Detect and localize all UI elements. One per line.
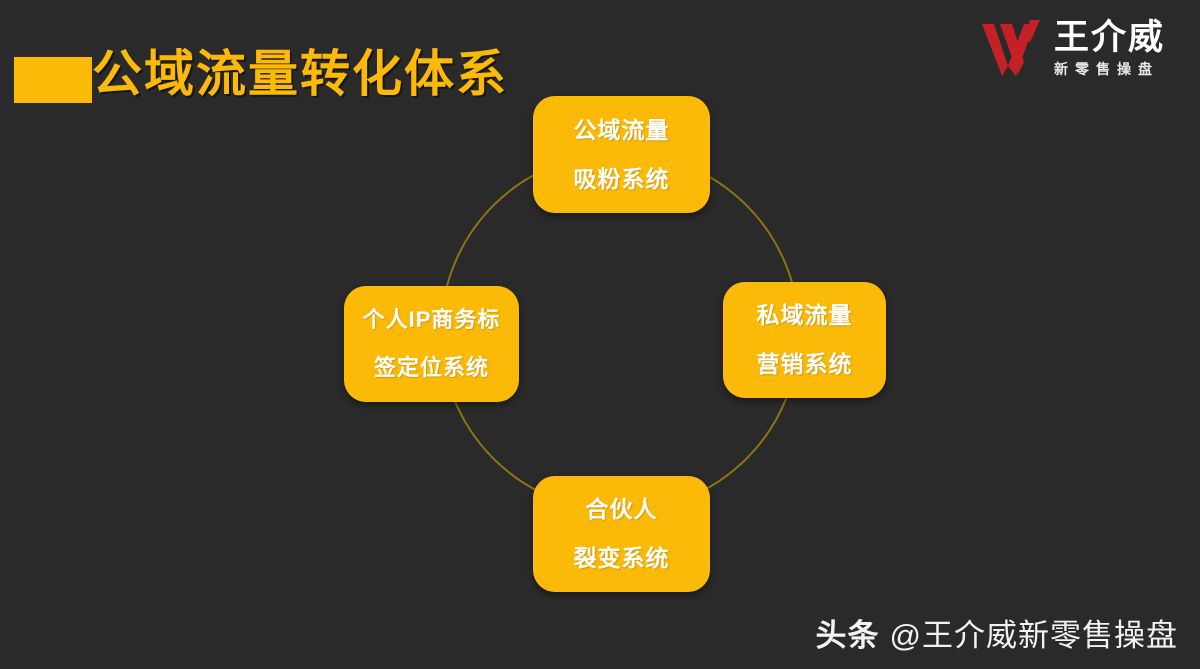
watermark-brand: 头条 [815, 618, 880, 653]
logo-name: 王介威 [1054, 18, 1166, 57]
page-title: 公域流量转化体系 [92, 46, 508, 102]
node-top-line2: 吸粉系统 [573, 165, 670, 192]
logo-text-block: 王介威 新零售操盘 [1054, 20, 1165, 76]
node-left-line1: 个人IP商务标 [362, 307, 501, 332]
title-accent-bar [14, 57, 92, 103]
cycle-node-bottom[interactable]: 合伙人 裂变系统 [533, 476, 710, 592]
brand-logo: 王介威 新零售操盘 [980, 10, 1170, 86]
node-left-line2: 签定位系统 [373, 355, 489, 380]
node-top-line1: 公域流量 [573, 116, 670, 143]
node-right-line2: 营销系统 [756, 351, 853, 377]
node-bottom-line2: 裂变系统 [573, 545, 670, 571]
node-right-line1: 私域流量 [756, 302, 853, 328]
cycle-node-right[interactable]: 私域流量 营销系统 [723, 282, 886, 398]
node-bottom-line1: 合伙人 [585, 496, 658, 522]
cycle-node-top[interactable]: 公域流量 吸粉系统 [533, 96, 710, 213]
watermark-handle: @王介威新零售操盘 [889, 618, 1178, 653]
logo-subtitle: 新零售操盘 [1054, 61, 1159, 77]
watermark: 头条 @王介威新零售操盘 [816, 610, 1178, 655]
w-monogram-icon [982, 20, 1040, 76]
cycle-node-left[interactable]: 个人IP商务标 签定位系统 [344, 286, 519, 402]
